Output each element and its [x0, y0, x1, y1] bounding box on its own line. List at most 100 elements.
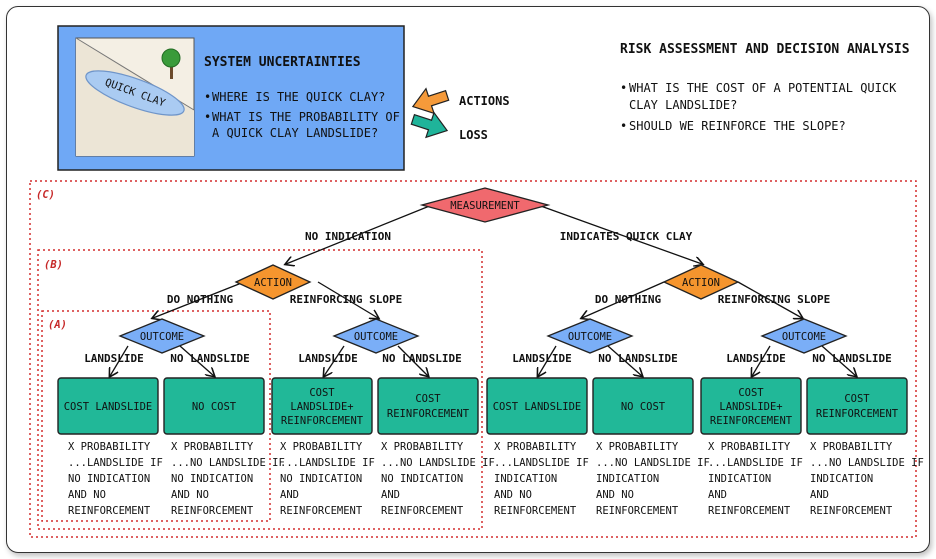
leaf-box-3 — [271, 377, 373, 435]
bullet-dot-2: • — [204, 110, 211, 124]
action-node-left: ACTION — [234, 264, 312, 300]
loss-label: LOSS — [459, 128, 488, 142]
action-label-left: ACTION — [254, 277, 292, 289]
action-node-right: ACTION — [662, 264, 740, 300]
region-c — [29, 180, 917, 538]
svg-text:AND: AND — [810, 489, 829, 501]
svg-text:...LANDSLIDE IF: ...LANDSLIDE IF — [494, 457, 589, 469]
quick-clay-lens — [85, 70, 185, 116]
leaf-text-7a: COST — [738, 387, 764, 399]
leaf-box-8 — [806, 377, 908, 435]
branch-no-indication: NO INDICATION — [305, 230, 391, 243]
risk-dot-1: • — [620, 81, 627, 95]
tree-connectors — [110, 204, 856, 376]
svg-text:NO INDICATION: NO INDICATION — [280, 473, 362, 485]
svg-text:INDICATION: INDICATION — [708, 473, 771, 485]
slope-illustration: QUICK CLAY — [75, 37, 195, 157]
svg-text:...NO LANDSLIDE IF: ...NO LANDSLIDE IF — [381, 457, 495, 469]
panel-bullet-2-line1: WHAT IS THE PROBABILITY OF — [212, 110, 400, 124]
svg-text:REINFORCEMENT: REINFORCEMENT — [810, 505, 893, 517]
leaf-text-5: COST LANDSLIDE — [493, 401, 582, 413]
svg-text:NO INDICATION: NO INDICATION — [68, 473, 150, 485]
svg-text:AND NO: AND NO — [68, 489, 106, 501]
leaf-text-3b: LANDSLIDE+ — [290, 401, 353, 413]
prob-col-5: X PROBABILITY...LANDSLIDE IFINDICATIONAN… — [494, 441, 589, 517]
svg-text:...NO LANDSLIDE IF: ...NO LANDSLIDE IF — [171, 457, 285, 469]
svg-text:REINFORCEMENT: REINFORCEMENT — [708, 505, 791, 517]
panel-title: SYSTEM UNCERTAINTIES — [204, 55, 361, 70]
leaf-box-2 — [163, 377, 265, 435]
svg-text:...LANDSLIDE IF: ...LANDSLIDE IF — [708, 457, 803, 469]
outcome-node-4: OUTCOME — [760, 318, 848, 354]
svg-text:...NO LANDSLIDE IF: ...NO LANDSLIDE IF — [810, 457, 924, 469]
branch-no-landslide-3: NO LANDSLIDE — [598, 352, 677, 365]
uncertainty-panel: QUICK CLAY SYSTEM UNCERTAINTIES • WHERE … — [57, 25, 405, 171]
region-a — [41, 310, 271, 522]
prob-col-6: X PROBABILITY...NO LANDSLIDE IFINDICATIO… — [596, 441, 710, 517]
svg-text:REINFORCEMENT: REINFORCEMENT — [68, 505, 151, 517]
risk-question-1-line1: WHAT IS THE COST OF A POTENTIAL QUICK — [629, 81, 897, 95]
svg-text:...NO LANDSLIDE IF: ...NO LANDSLIDE IF — [596, 457, 710, 469]
outcome-label-1: OUTCOME — [140, 331, 184, 343]
svg-text:NO INDICATION: NO INDICATION — [381, 473, 463, 485]
leaf-text-8a: COST — [844, 393, 870, 405]
svg-text:X PROBABILITY: X PROBABILITY — [68, 441, 151, 453]
svg-text:X PROBABILITY: X PROBABILITY — [708, 441, 791, 453]
prob-col-7: X PROBABILITY...LANDSLIDE IFINDICATIONAN… — [708, 441, 803, 517]
branch-no-landslide-2: NO LANDSLIDE — [382, 352, 461, 365]
region-b — [37, 249, 483, 530]
svg-text:REINFORCEMENT: REINFORCEMENT — [596, 505, 679, 517]
svg-text:X PROBABILITY: X PROBABILITY — [171, 441, 254, 453]
leaf-box-4 — [377, 377, 479, 435]
actions-arrow: ACTIONS — [411, 87, 510, 115]
svg-text:INDICATION: INDICATION — [494, 473, 557, 485]
risk-dot-2: • — [620, 119, 627, 133]
leaf-text-4b: REINFORCEMENT — [387, 408, 470, 420]
branch-do-nothing-left: DO NOTHING — [167, 293, 234, 306]
leaf-text-4a: COST — [415, 393, 441, 405]
branch-no-landslide-1: NO LANDSLIDE — [170, 352, 249, 365]
outcome-label-3: OUTCOME — [568, 331, 612, 343]
outcome-label-2: OUTCOME — [354, 331, 398, 343]
prob-col-2: X PROBABILITY ...NO LANDSLIDE IF NO INDICA… — [171, 441, 285, 517]
branch-landslide-1: LANDSLIDE — [84, 352, 144, 365]
leaf-text-6: NO COST — [621, 401, 666, 413]
risk-title: RISK ASSESSMENT AND DECISION ANALYSIS — [620, 42, 910, 57]
svg-text:X PROBABILITY: X PROBABILITY — [280, 441, 363, 453]
svg-text:X PROBABILITY: X PROBABILITY — [810, 441, 893, 453]
risk-question-2: SHOULD WE REINFORCE THE SLOPE? — [629, 119, 846, 133]
svg-text:REINFORCEMENT: REINFORCEMENT — [494, 505, 577, 517]
region-b-label: (B) — [44, 259, 63, 271]
branch-landslide-2: LANDSLIDE — [298, 352, 358, 365]
branch-no-landslide-4: NO LANDSLIDE — [812, 352, 891, 365]
risk-question-1-line2: CLAY LANDSLIDE? — [629, 98, 737, 112]
svg-text:X PROBABILITY: X PROBABILITY — [596, 441, 679, 453]
outcome-node-2: OUTCOME — [332, 318, 420, 354]
svg-text:AND NO: AND NO — [596, 489, 634, 501]
svg-text:...LANDSLIDE IF: ...LANDSLIDE IF — [68, 457, 163, 469]
panel-bullet-2-line2: A QUICK CLAY LANDSLIDE? — [212, 126, 378, 140]
leaf-box-1 — [57, 377, 159, 435]
bullet-dot-1: • — [204, 90, 211, 104]
svg-text:REINFORCEMENT: REINFORCEMENT — [381, 505, 464, 517]
branch-landslide-4: LANDSLIDE — [726, 352, 786, 365]
leaf-text-1: COST LANDSLIDE — [64, 401, 153, 413]
leaf-box-6 — [592, 377, 694, 435]
outcome-label-4: OUTCOME — [782, 331, 826, 343]
probability-texts: X PROBABILITY ...LANDSLIDE IF NO INDICATIO… — [68, 441, 924, 517]
leaf-text-2: NO COST — [192, 401, 237, 413]
risk-assessment-text: RISK ASSESSMENT AND DECISION ANALYSIS • … — [620, 42, 910, 133]
svg-text:REINFORCEMENT: REINFORCEMENT — [171, 505, 254, 517]
svg-text:AND: AND — [280, 489, 299, 501]
action-label-right: ACTION — [682, 277, 720, 289]
svg-text:NO INDICATION: NO INDICATION — [171, 473, 253, 485]
outcome-node-3: OUTCOME — [546, 318, 634, 354]
tree-icon — [161, 48, 181, 79]
region-a-label: (A) — [48, 319, 67, 331]
actions-label: ACTIONS — [459, 94, 510, 108]
branch-landslide-3: LANDSLIDE — [512, 352, 572, 365]
loss-arrow: LOSS — [410, 111, 488, 142]
leaf-box-7 — [700, 377, 802, 435]
